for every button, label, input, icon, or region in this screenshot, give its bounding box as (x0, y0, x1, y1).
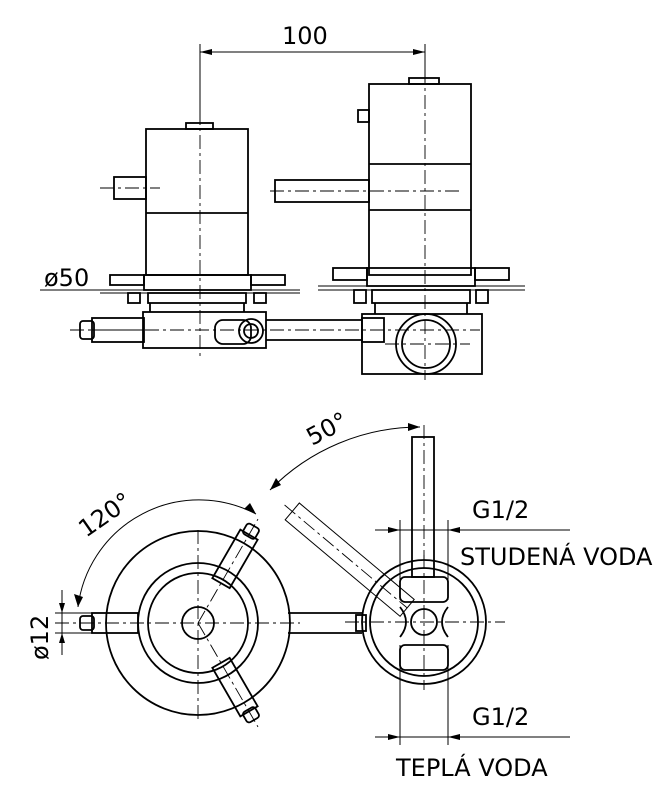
thread-top-label: G1/2 (472, 496, 529, 524)
right-valve-plan (345, 555, 505, 690)
thread-bottom-label: G1/2 (472, 703, 529, 731)
spigot-bottom (197, 622, 260, 728)
angle-120-label: 120° (73, 487, 136, 543)
dia-50-label: ø50 (44, 264, 89, 292)
warm-water-label: TEPLÁ VODA (395, 753, 548, 782)
left-cartridge (100, 110, 300, 360)
plan-view: 120° ø12 (26, 407, 653, 782)
elevation-view: 100 ø50 (40, 22, 525, 380)
dia-12-label: ø12 (26, 615, 54, 660)
dimension-dia-50: ø50 (40, 264, 115, 292)
connecting-pipe-elevation (70, 317, 480, 345)
left-mixer-plan (55, 518, 300, 728)
spigot-left (79, 612, 139, 634)
angle-50-label: 50° (302, 407, 353, 452)
lever-rotated (284, 502, 415, 617)
connecting-pipe-plan (288, 612, 367, 634)
spigot-top (197, 518, 260, 624)
connection-cold: G1/2 STUDENÁ VODA (375, 496, 653, 600)
dimension-100: 100 (199, 22, 426, 125)
cold-water-label: STUDENÁ VODA (460, 542, 653, 571)
connection-warm: G1/2 TEPLÁ VODA (375, 645, 570, 782)
angle-50: 50° (269, 407, 421, 491)
dimension-dia-12: ø12 (26, 590, 100, 660)
lever-current (411, 425, 435, 578)
dimension-100-label: 100 (282, 22, 328, 50)
right-cartridge (270, 70, 525, 380)
angle-120: 120° (73, 487, 257, 608)
